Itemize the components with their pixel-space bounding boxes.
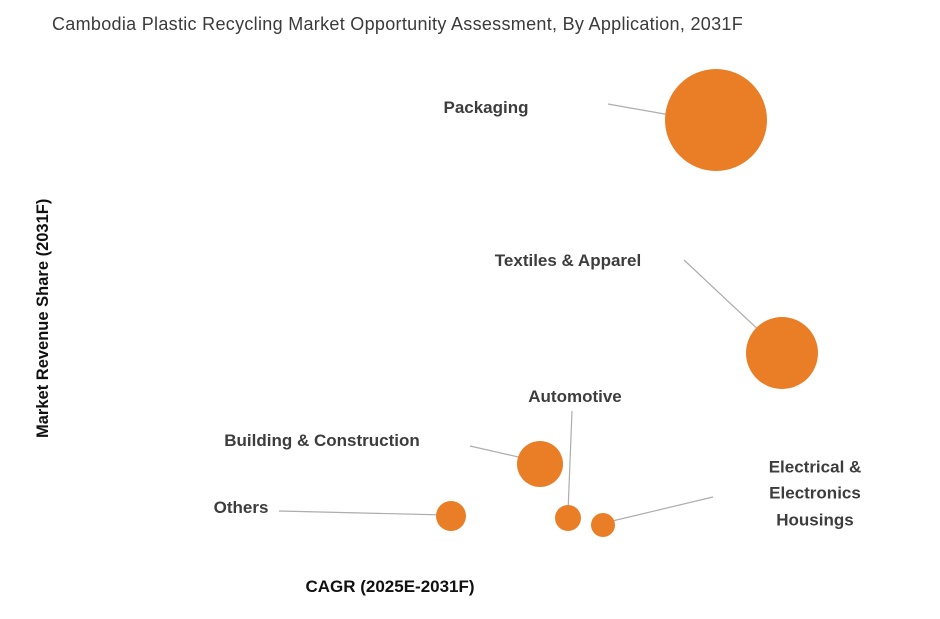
- bubble-textiles-apparel: [746, 317, 818, 389]
- bubble-others: [436, 501, 466, 531]
- leader-line-others: [278, 510, 447, 516]
- x-axis-label: CAGR (2025E-2031F): [305, 577, 475, 596]
- bubble-building-construction: [517, 441, 563, 487]
- leader-line-automotive: [567, 410, 573, 513]
- chart-title: Cambodia Plastic Recycling Market Opport…: [52, 14, 744, 34]
- bubble-automotive: [555, 505, 581, 531]
- bubble-electrical-electronics-housings: [591, 513, 615, 537]
- bubble-packaging: [665, 69, 767, 171]
- leader-line-electrical-electronics-housings: [607, 496, 714, 523]
